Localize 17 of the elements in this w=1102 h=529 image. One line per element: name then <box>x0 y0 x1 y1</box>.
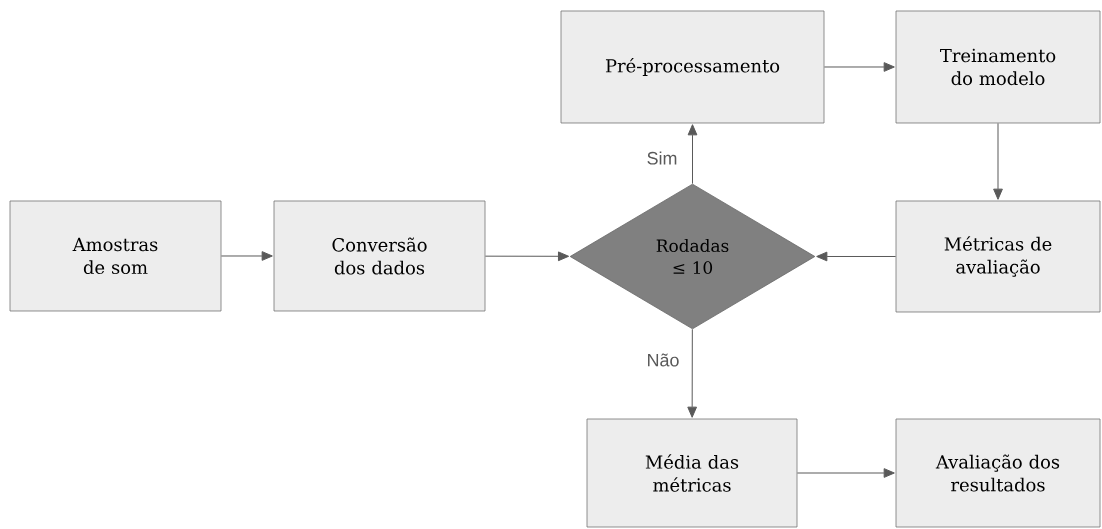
process-box: Treinamento do modelo <box>895 10 1101 124</box>
arrow <box>816 251 897 262</box>
edge-label: Sim <box>645 150 679 166</box>
process-box: Pré-processamento <box>560 10 825 124</box>
arrow <box>687 328 697 418</box>
process-box: Avaliação dos resultados <box>895 418 1101 528</box>
process-box: Média das métricas <box>586 418 798 528</box>
arrow <box>484 251 570 262</box>
process-box: Amostras de som <box>9 200 222 312</box>
process-box: Conversão dos dados <box>273 200 486 312</box>
arrow <box>220 251 273 261</box>
process-box: Métricas de avaliação <box>895 200 1101 313</box>
arrow <box>796 468 895 478</box>
arrow <box>823 62 895 72</box>
arrow <box>993 122 1003 200</box>
edge-label: Não <box>645 352 681 368</box>
arrow <box>687 124 698 185</box>
